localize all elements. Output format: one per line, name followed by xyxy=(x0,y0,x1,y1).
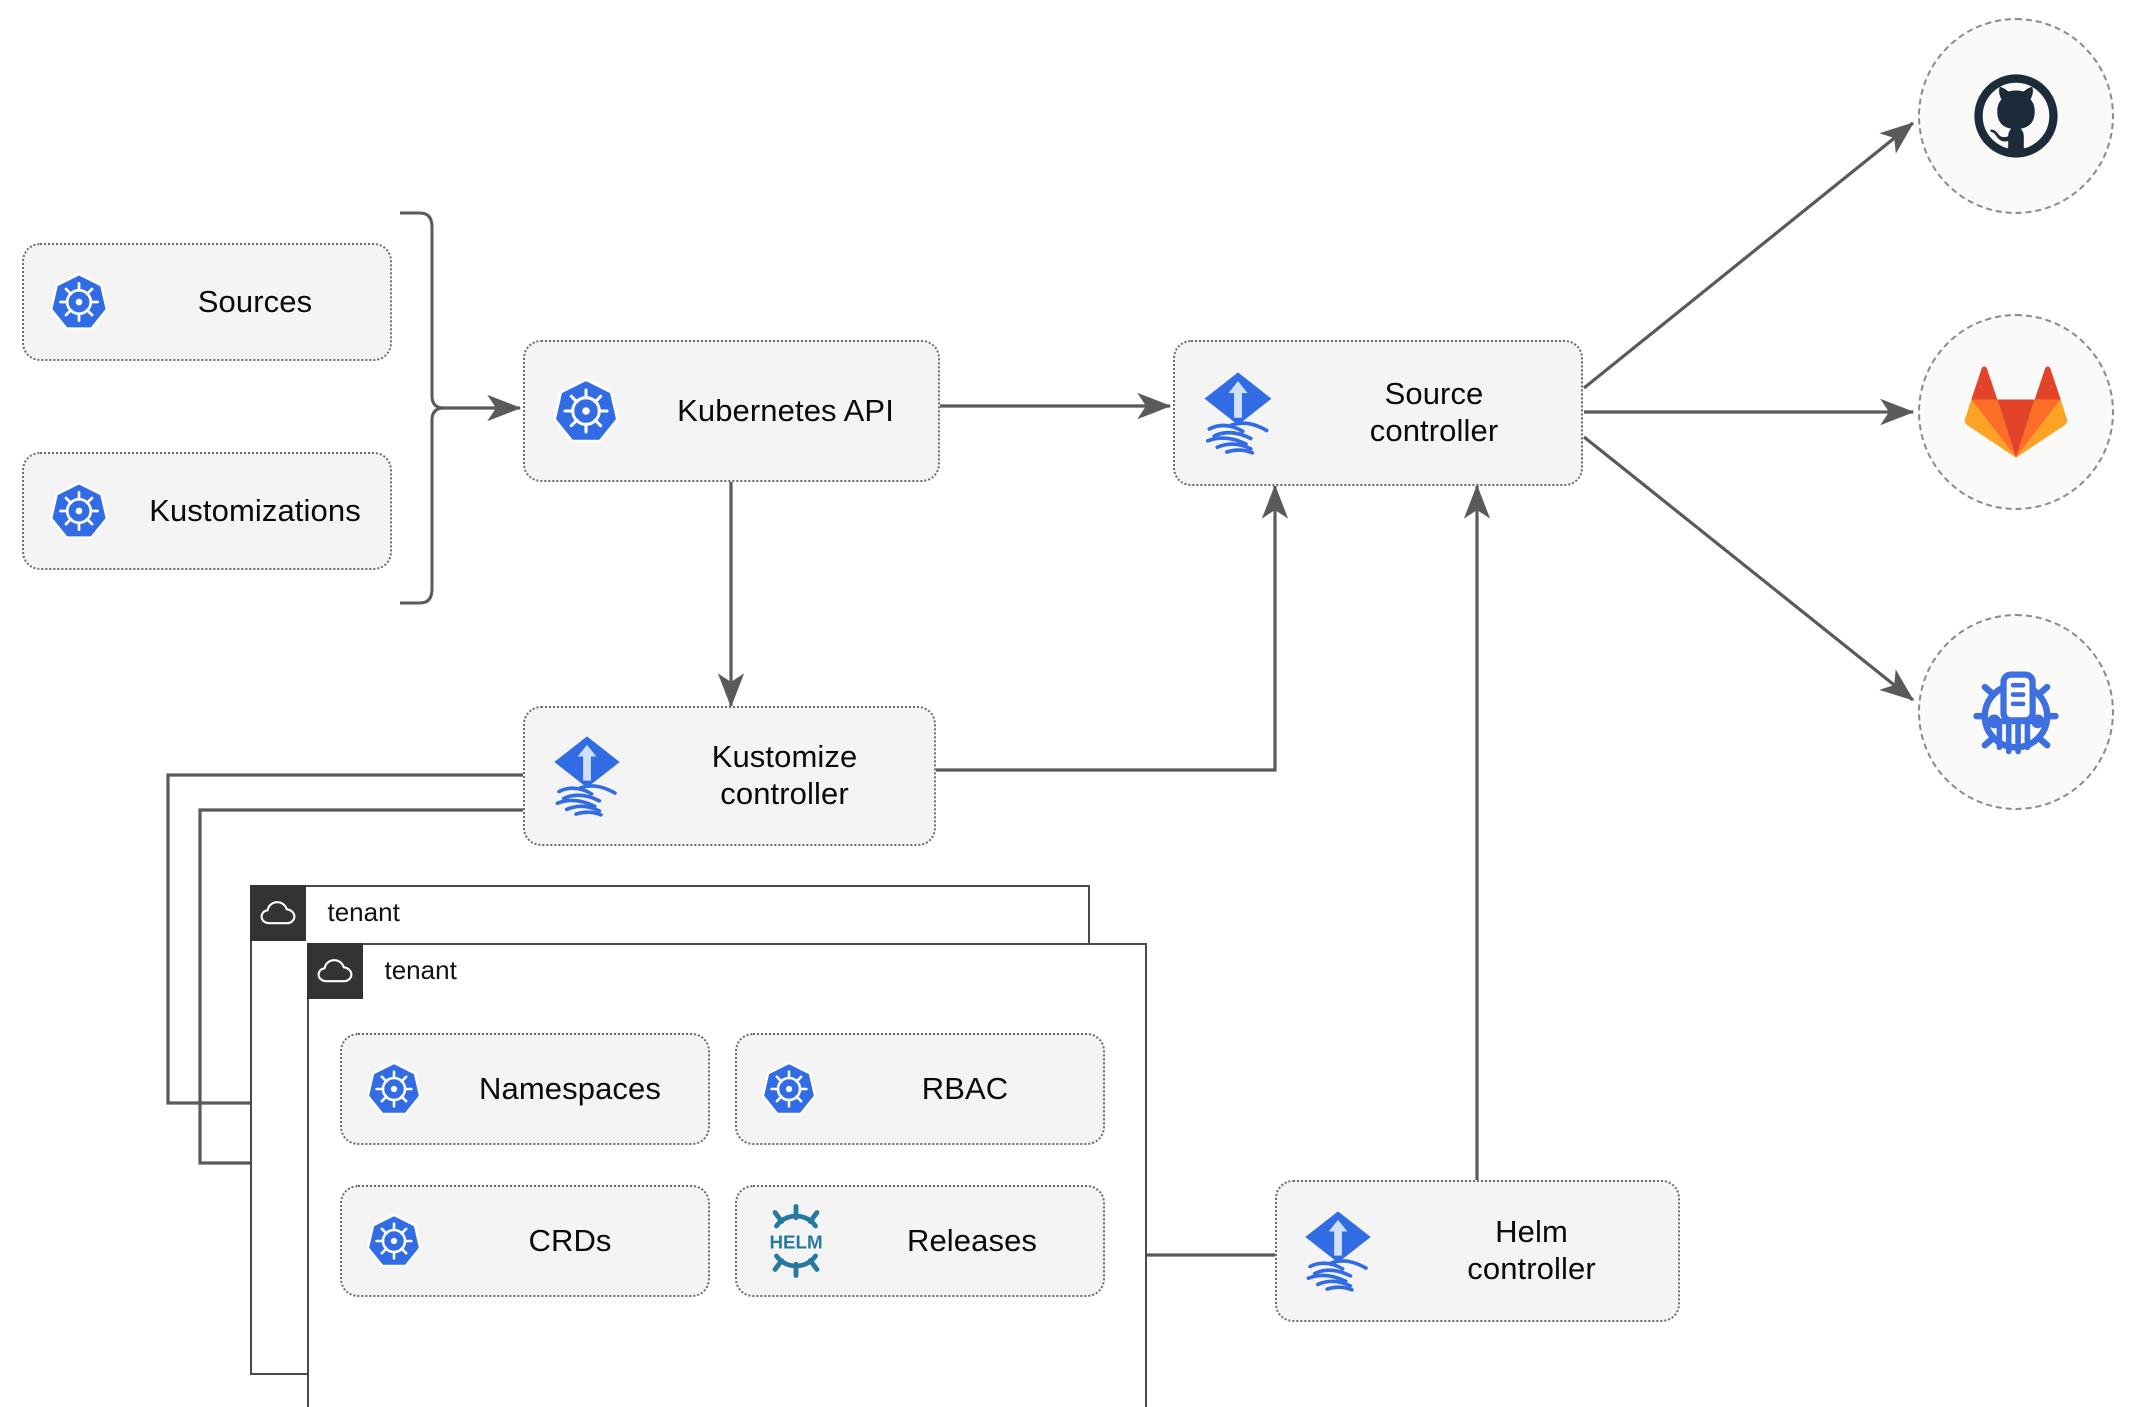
node-label-line2: controller xyxy=(1467,1251,1596,1286)
tenant-header-back: tenant xyxy=(249,884,400,941)
node-kubernetes-api[interactable]: Kubernetes API xyxy=(523,340,940,482)
tenant-resource-rbac[interactable]: RBAC xyxy=(735,1033,1105,1145)
helm-icon: HELM xyxy=(737,1203,855,1279)
node-label-line2: controller xyxy=(720,776,849,811)
kubernetes-icon xyxy=(24,480,134,542)
github-icon xyxy=(1974,74,2058,158)
tenant-resource-label-namespaces: Namespaces xyxy=(479,1070,661,1106)
edge-kustomize-to-source xyxy=(936,484,1289,772)
tenant-header-front: tenant xyxy=(306,942,457,999)
node-label-line1: Source xyxy=(1384,376,1484,412)
gitlab-icon xyxy=(1964,366,2068,458)
provider-github[interactable] xyxy=(1918,18,2114,214)
flux-icon xyxy=(525,734,649,818)
kubernetes-icon xyxy=(525,376,647,446)
tenant-container-front: tenant xyxy=(306,942,1147,1407)
resource-label-sources: Sources xyxy=(197,283,313,319)
resource-label-kustomizations: Kustomizations xyxy=(149,492,361,528)
edge-source-to-github xyxy=(1582,121,1915,390)
node-label-line1: Helm xyxy=(1495,1214,1568,1250)
cloud-icon xyxy=(306,942,363,999)
resource-box-sources[interactable]: Sources xyxy=(22,243,392,361)
tenant-resource-namespaces[interactable]: Namespaces xyxy=(340,1033,710,1145)
tenant-resource-releases[interactable]: HELM Releases xyxy=(735,1185,1105,1297)
cloud-icon xyxy=(249,884,306,941)
provider-helm-repository[interactable] xyxy=(1918,614,2114,810)
provider-gitlab[interactable] xyxy=(1918,314,2114,510)
kubernetes-icon xyxy=(342,1212,446,1270)
flux-icon xyxy=(1175,370,1301,456)
tenant-resource-label-rbac: RBAC xyxy=(921,1070,1009,1106)
node-label-kustomize-controller: Kustomize controller xyxy=(649,739,934,812)
kubernetes-icon xyxy=(737,1060,841,1118)
node-label-source-controller: Source controller xyxy=(1301,376,1581,449)
kubernetes-icon xyxy=(342,1060,446,1118)
flux-icon xyxy=(1277,1209,1399,1293)
node-label-line1: Kustomize xyxy=(711,739,858,775)
kubernetes-icon xyxy=(24,271,134,333)
tenant-resource-label-crds: CRDs xyxy=(528,1222,612,1258)
group-bracket xyxy=(400,211,445,605)
node-helm-controller[interactable]: Helm controller xyxy=(1275,1180,1680,1322)
helm-wordmark: HELM xyxy=(769,1232,822,1253)
tenant-label-front: tenant xyxy=(384,955,457,985)
resource-box-kustomizations[interactable]: Kustomizations xyxy=(22,452,392,570)
node-label-line2: controller xyxy=(1369,413,1499,448)
node-kustomize-controller[interactable]: Kustomize controller xyxy=(523,706,936,846)
node-label-helm-controller: Helm controller xyxy=(1399,1214,1678,1287)
node-label-kubernetes-api: Kubernetes API xyxy=(677,392,894,428)
node-source-controller[interactable]: Source controller xyxy=(1173,340,1583,486)
tenant-label-back: tenant xyxy=(327,897,400,927)
helm-repo-icon xyxy=(1973,671,2059,755)
tenant-resource-label-releases: Releases xyxy=(906,1222,1038,1258)
edge-source-to-bucket xyxy=(1583,435,1914,702)
tenant-resource-crds[interactable]: CRDs xyxy=(340,1185,710,1297)
